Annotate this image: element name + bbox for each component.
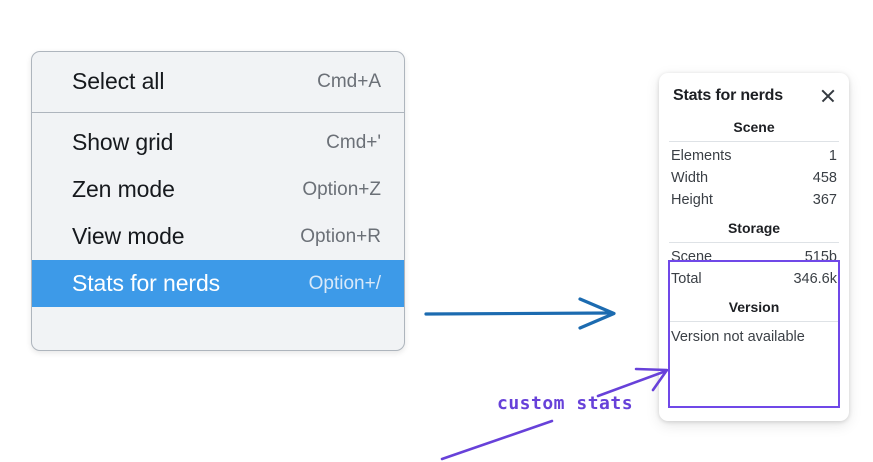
stats-section-storage: Storage Scene 515b Total 346.6k [659,211,849,290]
menu-item-label: View mode [72,223,185,249]
stats-row-key: Total [671,271,702,287]
menu-item-shortcut: Cmd+A [317,70,381,92]
stats-row-value: 458 [812,170,837,186]
stats-panel-header: Stats for nerds [659,73,849,110]
section-divider [669,242,839,243]
menu-separator [32,112,404,113]
context-menu[interactable]: Select all Cmd+A Show grid Cmd+' Zen mod… [31,51,405,351]
stats-row-value: 1 [828,148,837,164]
stats-row-value: 515b [804,249,837,265]
stats-row-key: Height [671,192,713,208]
menu-item-label: Show grid [72,129,174,155]
menu-item-label: Stats for nerds [72,270,221,296]
stats-section-version: Version Version not available [659,290,849,348]
stats-row-width: Width 458 [659,167,849,189]
context-menu-group-1: Select all Cmd+A [32,52,404,112]
stats-row-key: Scene [671,249,713,265]
stats-row-key: Elements [671,148,732,164]
annotation-text: custom stats [497,393,634,414]
close-icon[interactable] [820,88,836,104]
stats-section-scene: Scene Elements 1 Width 458 Height 367 [659,110,849,211]
menu-item-shortcut: Cmd+' [326,131,381,153]
stats-row-storage-scene: Scene 515b [659,246,849,268]
stats-row-height: Height 367 [659,189,849,211]
section-divider [669,321,839,322]
menu-item-view-mode[interactable]: View mode Option+R [32,213,404,260]
purple-arrow [596,367,669,398]
section-divider [669,141,839,142]
context-menu-footer-spacer [32,307,404,329]
stats-row-elements: Elements 1 [659,145,849,167]
menu-item-shortcut: Option+Z [302,178,381,200]
menu-item-label: Select all [72,68,165,94]
stats-for-nerds-panel[interactable]: Stats for nerds Scene Elements 1 Width 4… [659,73,849,421]
section-title-storage: Storage [727,220,781,236]
context-menu-group-2: Show grid Cmd+' Zen mode Option+Z View m… [32,113,404,307]
menu-item-zen-mode[interactable]: Zen mode Option+Z [32,166,404,213]
stats-row-key: Width [671,170,709,186]
menu-item-select-all[interactable]: Select all Cmd+A [32,58,404,105]
menu-item-stats-for-nerds[interactable]: Stats for nerds Option+/ [32,260,404,307]
stats-panel-title: Stats for nerds [673,87,783,104]
stats-row-storage-total: Total 346.6k [659,268,849,290]
menu-item-shortcut: Option+/ [308,272,381,294]
custom-stats-region: Storage Scene 515b Total 346.6k Version … [659,211,849,348]
menu-item-shortcut: Option+R [300,225,381,247]
menu-item-label: Zen mode [72,176,175,202]
menu-item-show-grid[interactable]: Show grid Cmd+' [32,119,404,166]
purple-underline [440,419,554,461]
stats-row-value: 367 [812,192,837,208]
stats-row-value: 346.6k [793,271,837,287]
blue-arrow [424,297,616,330]
stats-row-version-value: Version not available [671,329,805,345]
section-title-scene: Scene [733,119,775,135]
section-title-version: Version [728,299,780,315]
